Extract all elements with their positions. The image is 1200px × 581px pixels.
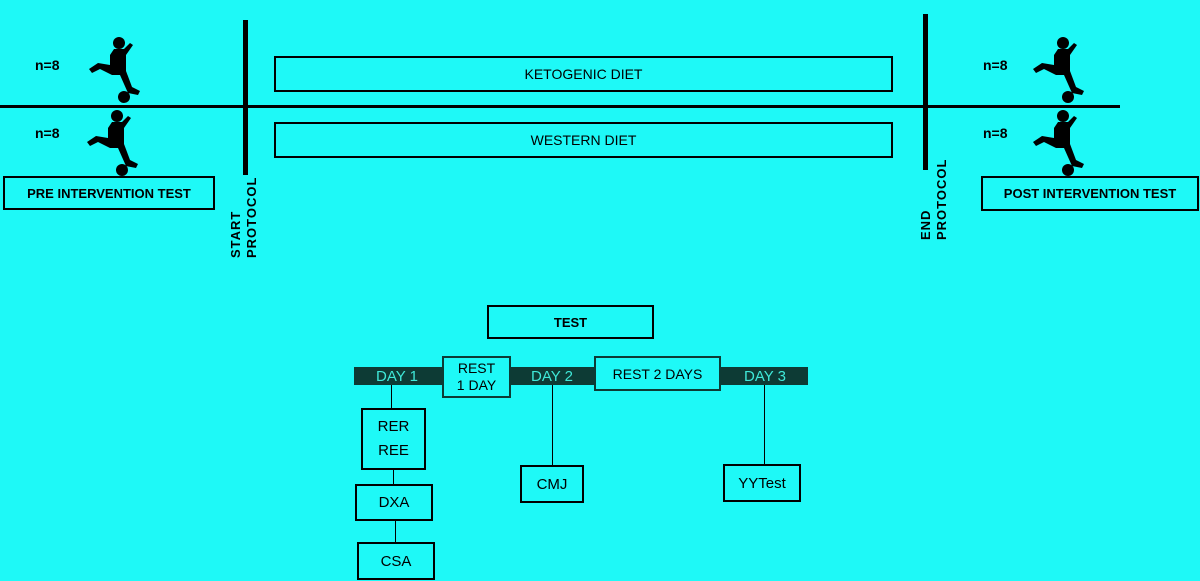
test-box: TEST <box>487 305 654 339</box>
keto-group-size-pre: n=8 <box>35 57 60 73</box>
western-diet-box: WESTERN DIET <box>274 122 893 158</box>
day-2-label: DAY 2 <box>531 368 573 385</box>
connector-line <box>552 385 553 466</box>
western-group-size-pre: n=8 <box>35 125 60 141</box>
yytest-box: YYTest <box>723 464 801 502</box>
keto-group-size-post: n=8 <box>983 57 1008 73</box>
day-3-label: DAY 3 <box>744 368 786 385</box>
day-1-label: DAY 1 <box>376 368 418 385</box>
pre-intervention-test-box: PRE INTERVENTION TEST <box>3 176 215 210</box>
post-intervention-test-box: POST INTERVENTION TEST <box>981 176 1199 211</box>
soccer-player-icon <box>1033 110 1084 176</box>
start-protocol-line <box>243 20 248 175</box>
western-group-size-post: n=8 <box>983 125 1008 141</box>
rest-2-days-box: REST 2 DAYS <box>594 356 721 391</box>
connector-line <box>395 521 396 543</box>
soccer-player-icon <box>1033 37 1084 103</box>
soccer-player-icon <box>87 110 138 176</box>
connector-line <box>391 385 392 409</box>
soccer-player-icon <box>89 37 140 103</box>
csa-box: CSA <box>357 542 435 580</box>
connector-line <box>393 470 394 485</box>
group-divider-line <box>0 105 1120 108</box>
cmj-box: CMJ <box>520 465 584 503</box>
ketogenic-diet-box: KETOGENIC DIET <box>274 56 893 92</box>
connector-line <box>764 385 765 465</box>
end-protocol-line <box>923 14 928 170</box>
dxa-box: DXA <box>355 484 433 521</box>
